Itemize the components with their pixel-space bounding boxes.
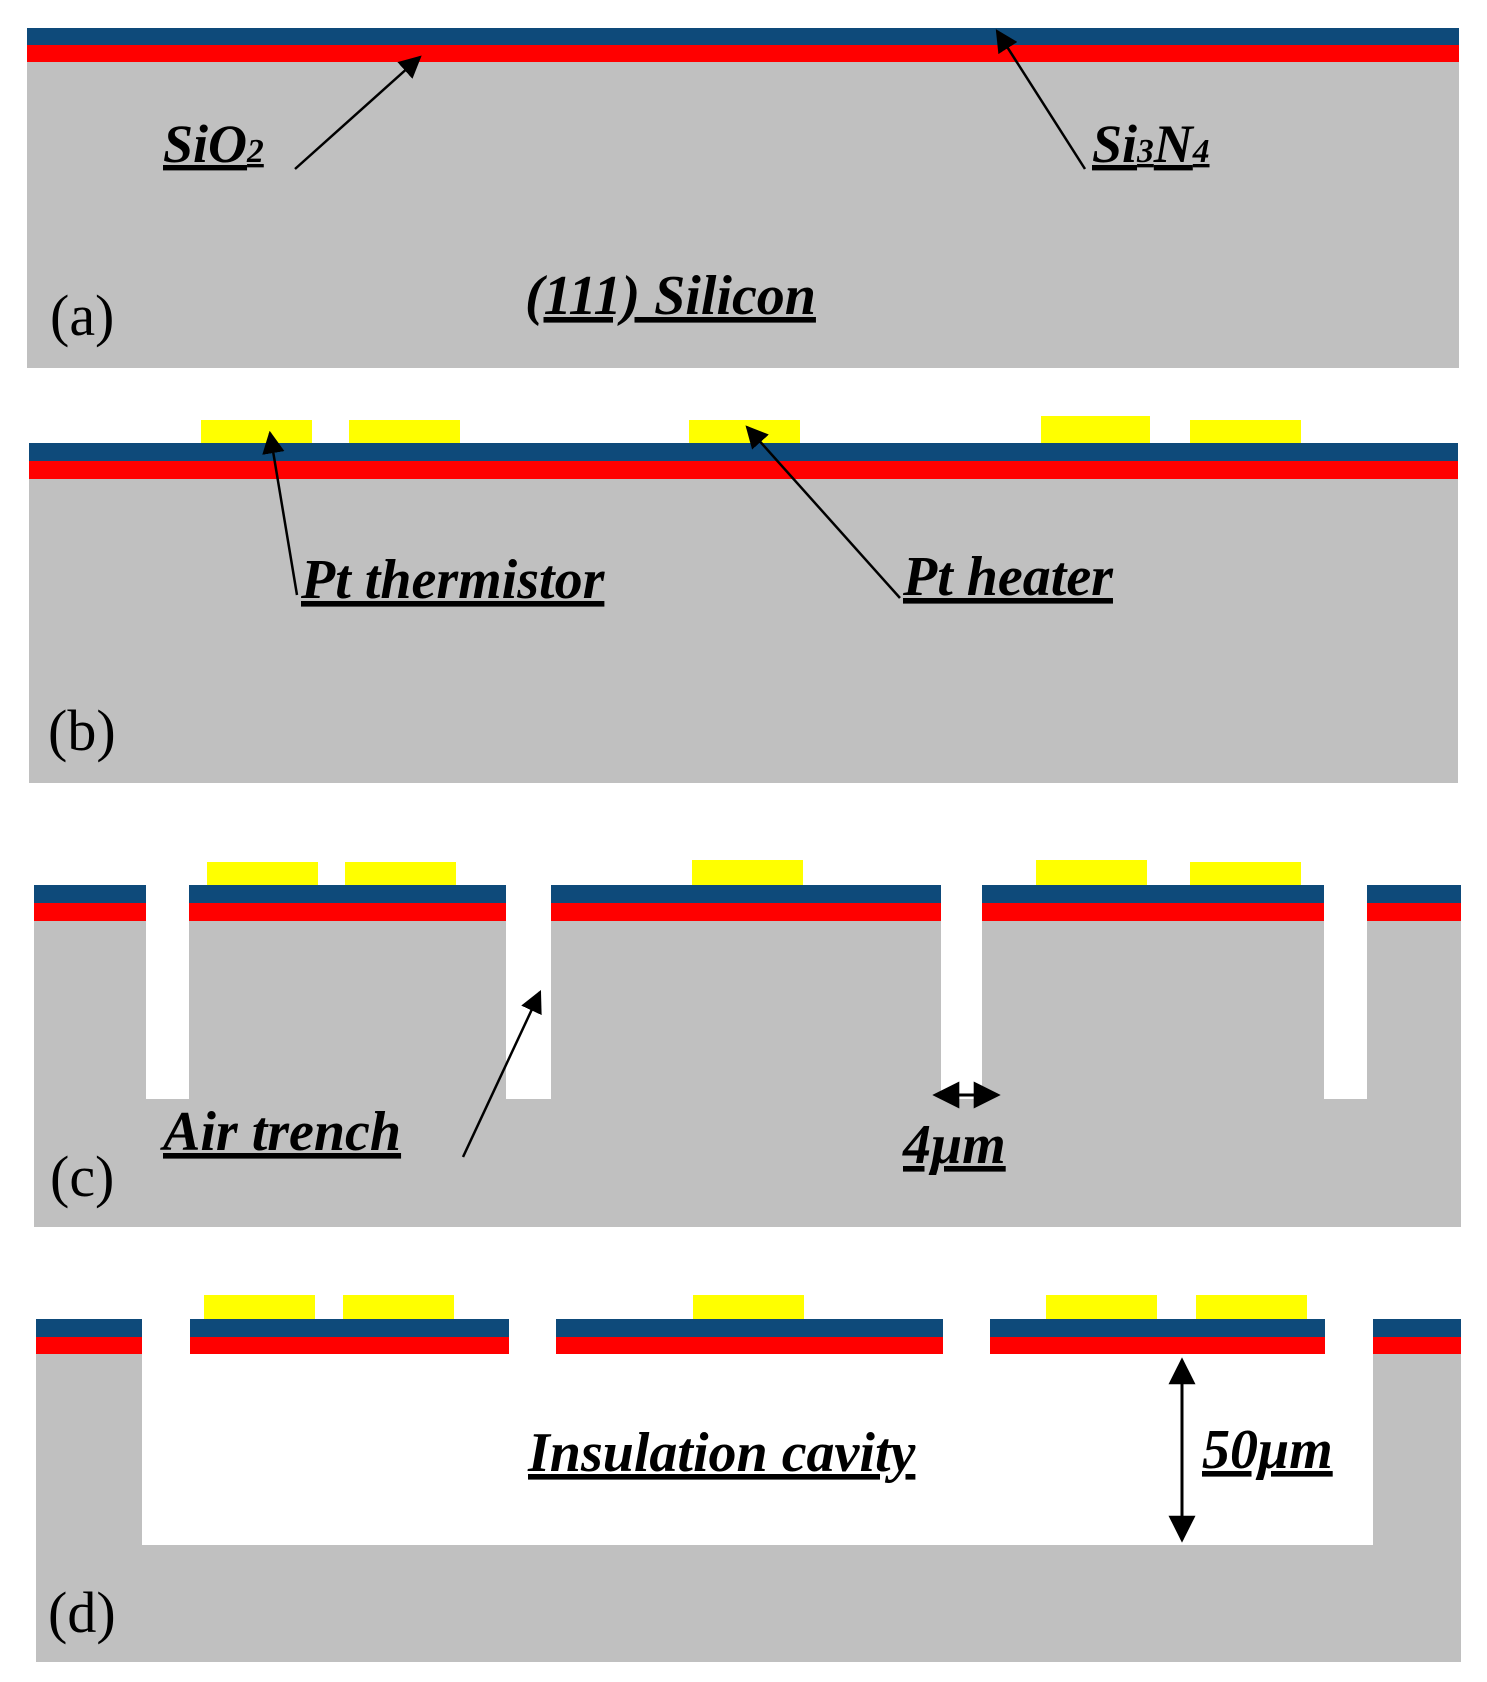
pt-pad bbox=[1190, 420, 1301, 443]
trench-label: Air trench bbox=[160, 1101, 401, 1163]
silicon-wall bbox=[1373, 1319, 1461, 1545]
panel-b: Pt thermistor Pt heater (b) bbox=[29, 416, 1458, 783]
trench-width-label: 4μm bbox=[902, 1114, 1006, 1176]
pt-pad bbox=[1046, 1295, 1157, 1319]
si3n4-layer bbox=[29, 443, 1458, 461]
panel-label-b: (b) bbox=[48, 698, 116, 763]
sio2-layer bbox=[556, 1337, 943, 1354]
panel-d: Insulation cavity 50μm (d) bbox=[36, 1295, 1461, 1662]
silicon-substrate bbox=[29, 443, 1458, 783]
sio2-layer bbox=[27, 45, 1459, 62]
silicon-substrate bbox=[27, 28, 1459, 368]
si3n4-layer bbox=[551, 885, 941, 903]
silicon-substrate bbox=[34, 1099, 1461, 1227]
sio2-layer bbox=[190, 1337, 509, 1354]
pt-pad bbox=[345, 862, 456, 885]
panel-label-c: (c) bbox=[50, 1144, 114, 1209]
si3n4-layer bbox=[990, 1319, 1325, 1337]
heater-arrow bbox=[745, 425, 901, 599]
thermistor-label: Pt thermistor bbox=[300, 549, 606, 611]
sio2-layer bbox=[189, 903, 506, 921]
pt-pad bbox=[343, 1295, 454, 1319]
thermistor-arrow bbox=[262, 430, 299, 596]
si3n4-layer bbox=[556, 1319, 943, 1337]
panel-label-d: (d) bbox=[48, 1580, 116, 1645]
si3n4-layer bbox=[982, 885, 1324, 903]
si3n4-layer bbox=[1367, 885, 1461, 903]
si3n4-layer bbox=[1373, 1319, 1461, 1337]
pt-pad bbox=[201, 420, 312, 443]
pt-pad bbox=[1196, 1295, 1307, 1319]
si3n4-arrow bbox=[995, 29, 1087, 170]
panel-c: Air trench 4μm (c) bbox=[34, 860, 1461, 1227]
silicon-substrate bbox=[36, 1545, 1461, 1662]
si3n4-label: Si3N4 bbox=[1092, 114, 1210, 174]
si3n4-layer bbox=[34, 885, 146, 903]
pt-pad bbox=[1190, 862, 1301, 885]
sio2-layer bbox=[1373, 1337, 1461, 1354]
pt-pad bbox=[693, 1295, 804, 1319]
silicon-wall bbox=[36, 1319, 142, 1545]
sio2-layer bbox=[1367, 903, 1461, 921]
heater-label: Pt heater bbox=[902, 546, 1114, 608]
sio2-layer bbox=[34, 903, 146, 921]
pt-pad bbox=[689, 420, 800, 443]
sio2-label: SiO2 bbox=[163, 114, 264, 174]
si3n4-layer bbox=[27, 28, 1459, 45]
pt-pad bbox=[1041, 416, 1150, 443]
si3n4-layer bbox=[36, 1319, 142, 1337]
panel-label-a: (a) bbox=[50, 283, 114, 348]
cavity-depth-label: 50μm bbox=[1202, 1419, 1333, 1481]
si3n4-layer bbox=[189, 885, 506, 903]
cavity-label: Insulation cavity bbox=[527, 1422, 917, 1484]
sio2-arrow bbox=[294, 55, 422, 170]
sio2-layer bbox=[551, 903, 941, 921]
pt-pad bbox=[1036, 860, 1147, 885]
pt-pad bbox=[349, 420, 460, 443]
pt-pad bbox=[207, 862, 318, 885]
sio2-layer bbox=[982, 903, 1324, 921]
sio2-layer bbox=[990, 1337, 1325, 1354]
si3n4-layer bbox=[190, 1319, 509, 1337]
silicon-label: (111) Silicon bbox=[525, 265, 816, 327]
sio2-layer bbox=[36, 1337, 142, 1354]
pt-pad bbox=[204, 1295, 315, 1319]
panel-a: SiO2 Si3N4 (111) Silicon (a) bbox=[27, 28, 1459, 368]
trench-arrow bbox=[461, 989, 542, 1158]
sio2-layer bbox=[29, 461, 1458, 479]
pt-pad bbox=[692, 860, 803, 885]
